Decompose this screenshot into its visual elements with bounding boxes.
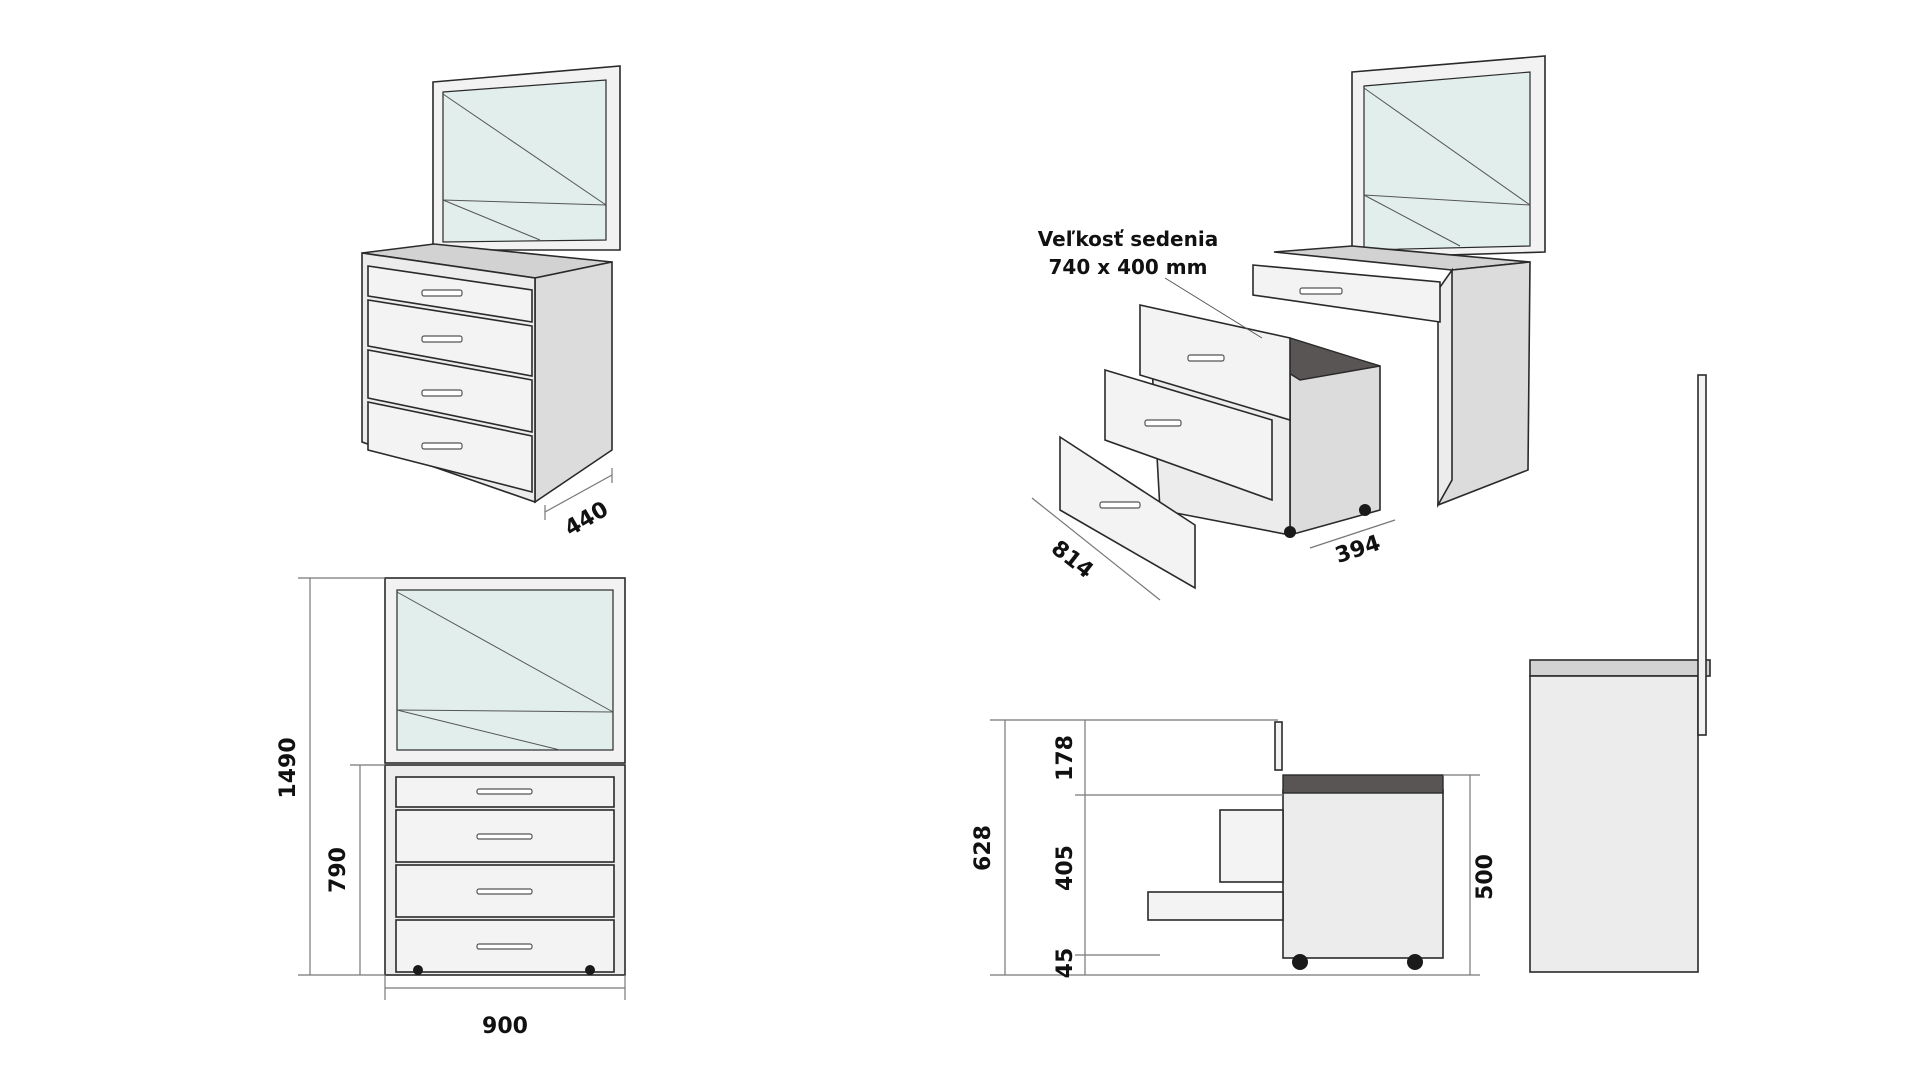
chest-drawers — [367, 265, 533, 494]
chest-front-elevation: 1490 790 900 — [276, 577, 626, 1039]
stool-depth-label: 394 — [1332, 531, 1383, 569]
side-height-label: 500 — [1473, 854, 1498, 900]
side-total-label: 628 — [971, 825, 996, 871]
chest-isometric-view: 440 — [361, 65, 621, 542]
total-height-label: 1490 — [276, 737, 301, 798]
chest-width-label: 900 — [482, 1014, 528, 1039]
chest-depth-label: 440 — [561, 497, 613, 542]
chest-side — [534, 261, 613, 504]
stool-width-label: 814 — [1046, 536, 1098, 584]
side-drawers-label: 405 — [1053, 845, 1078, 891]
seat-size-callout-line1: Veľkosť sedenia — [1038, 227, 1218, 251]
chest-height-label: 790 — [326, 847, 351, 893]
side-elevation-view: 628 178 405 45 500 — [971, 374, 1711, 979]
side-back-label: 178 — [1053, 735, 1078, 781]
chest-mirror — [432, 65, 621, 251]
dressing-table-isometric-view: Veľkosť sedenia 740 x 400 mm 814 394 — [1031, 55, 1546, 601]
side-base-label: 45 — [1053, 948, 1078, 979]
seat-size-callout-line2: 740 x 400 mm — [1049, 255, 1208, 279]
